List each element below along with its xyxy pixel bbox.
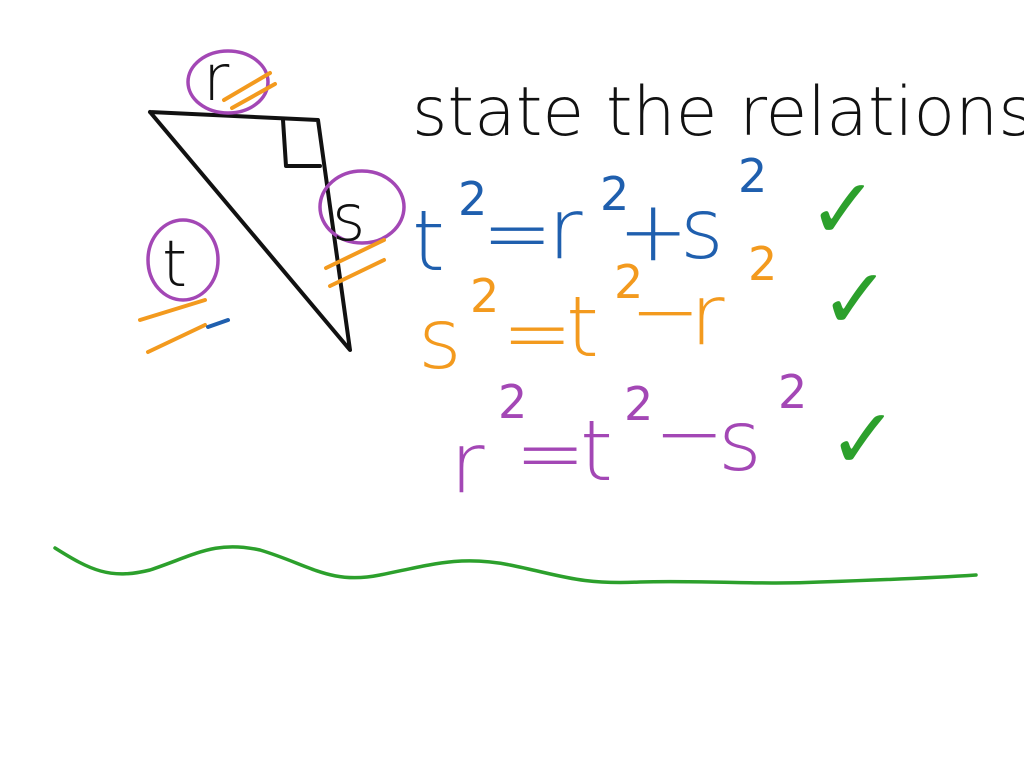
equation-2-term-b-exponent: 2 — [748, 237, 777, 291]
equation-2-minus: − — [630, 262, 700, 360]
equation-1-plus: + — [618, 182, 688, 280]
tick-mark-icon — [206, 318, 230, 329]
tick-mark-icon — [146, 323, 207, 354]
equation-2-term-a: t — [566, 278, 599, 376]
label-r: r — [203, 42, 230, 116]
equation-1-equals: = — [482, 184, 552, 282]
tick-mark-icon — [138, 298, 207, 322]
equation-2: s 2 = t 2 − r 2 ✓ — [418, 237, 890, 388]
equation-1-lhs: t — [412, 192, 445, 290]
circle-highlight-icon — [318, 169, 406, 245]
equation-3: r 2 = t 2 − s 2 ✓ — [450, 365, 898, 512]
checkmark-icon: ✓ — [808, 160, 878, 258]
equation-1-term-b-exponent: 2 — [738, 149, 767, 203]
equation-1-term-a: r — [548, 180, 583, 278]
wavy-line-icon — [53, 545, 978, 585]
equation-2-term-b: r — [690, 266, 725, 364]
equation-1-lhs-exponent: 2 — [458, 172, 487, 226]
equation-3-minus: − — [654, 384, 724, 482]
equation-1-term-b: s — [680, 180, 724, 278]
equation-3-term-b: s — [718, 392, 762, 490]
tick-mark-icon — [328, 258, 386, 288]
label-r-group: r — [186, 42, 277, 116]
equation-3-lhs: r — [450, 414, 485, 512]
equation-2-lhs: s — [418, 290, 462, 388]
instruction-text: state the relationship — [412, 73, 1024, 152]
checkmark-icon: ✓ — [828, 390, 898, 488]
equation-3-term-a-exponent: 2 — [624, 377, 653, 431]
circle-highlight-icon — [186, 49, 270, 115]
equation-2-equals: = — [502, 284, 572, 382]
equation-3-term-a: t — [580, 402, 613, 500]
label-t: t — [162, 228, 187, 302]
tick-mark-icon — [230, 82, 277, 110]
label-s-group: s — [318, 169, 406, 288]
equation-2-term-a-exponent: 2 — [614, 255, 643, 309]
equation-3-lhs-exponent: 2 — [498, 375, 527, 429]
equation-1: t 2 = r 2 + s 2 ✓ — [412, 149, 878, 290]
equation-3-equals: = — [515, 404, 585, 502]
equation-3-term-b-exponent: 2 — [778, 365, 807, 419]
tick-mark-icon — [222, 71, 272, 102]
equation-1-term-a-exponent: 2 — [600, 167, 629, 221]
tick-mark-icon — [324, 238, 386, 270]
circle-highlight-icon — [146, 218, 220, 302]
label-s: s — [332, 182, 365, 256]
checkmark-icon: ✓ — [820, 250, 890, 348]
equation-2-lhs-exponent: 2 — [470, 269, 499, 323]
right-angle-marker-icon — [281, 118, 322, 168]
label-t-group: t — [138, 218, 230, 354]
